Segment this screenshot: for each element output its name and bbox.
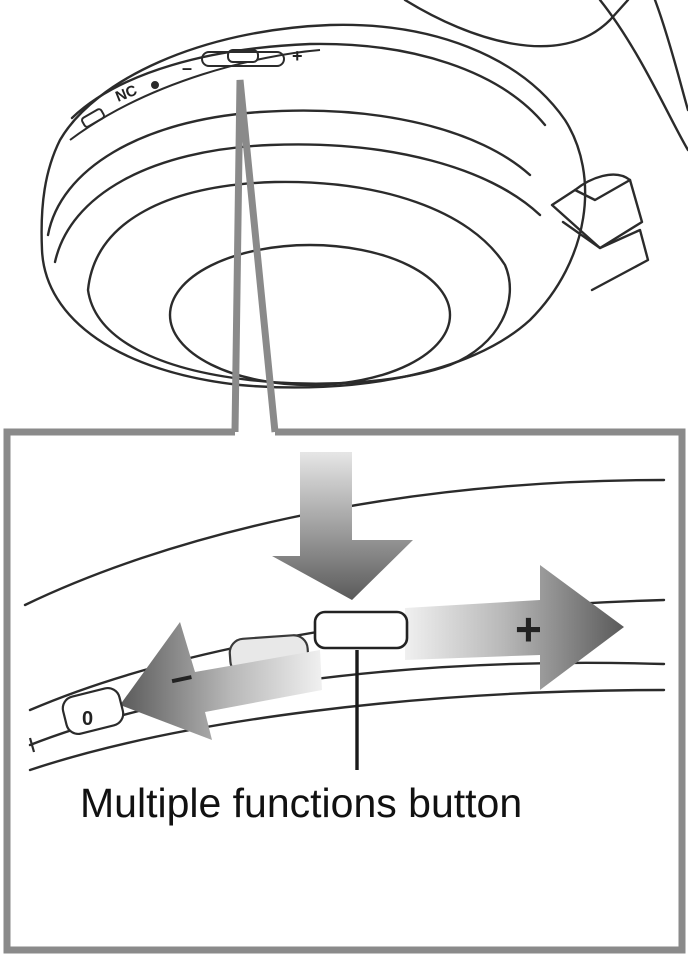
headband-outer [403,0,630,48]
headband-inner [598,0,688,152]
callout-box [3,428,686,954]
hinge-arm-2 [573,178,632,202]
jack-mark: 0 [82,708,93,730]
band-edge-bottom [28,688,666,772]
inner-recess [86,180,511,385]
cushion-rim-2 [53,143,542,264]
power-switch [81,108,105,128]
callout-frame [3,79,686,954]
callout-pointer [231,79,279,433]
detail-plus-sign: + [515,603,542,655]
nc-indicator-dot [151,81,159,89]
jack-housing [61,686,125,736]
cushion-rim-1 [46,109,532,237]
top-slider-housing [201,51,285,67]
housing-back [70,42,547,127]
multiple-functions-button [313,610,409,650]
slide-minus-arrow [120,622,322,740]
top-control-strip [69,49,321,141]
hinge-yoke [550,173,644,250]
slide-plus-arrow [405,565,624,690]
hinge-arm [561,220,650,292]
left-edge-mark [28,737,36,753]
press-down-arrow [272,452,413,600]
driver-grille [168,243,452,387]
top-minus-sign: – [182,58,192,78]
band-edge-top [23,478,666,607]
top-plus-sign: + [292,46,303,66]
headband-edge [653,0,688,112]
housing-outer [40,23,587,389]
nc-label: NC [113,82,140,106]
ear-cup-illustration [40,0,688,389]
caption-multiple-functions-button: Multiple functions button [80,780,522,826]
